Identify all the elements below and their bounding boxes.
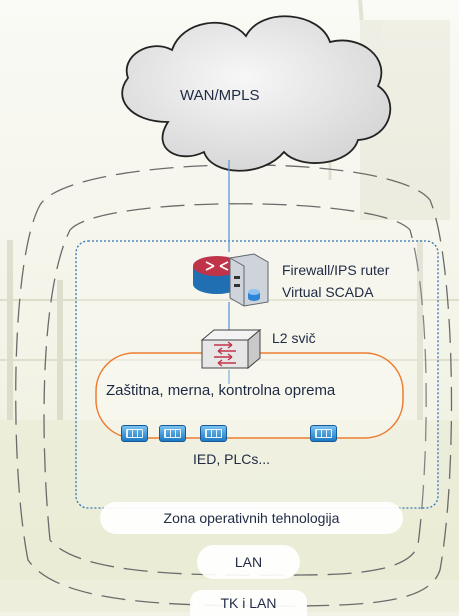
switch-label: L2 svič bbox=[272, 330, 316, 346]
router-icon bbox=[193, 256, 241, 294]
tk-lan-zone-label: TK i LAN bbox=[190, 590, 307, 616]
router-label-line1: Firewall/IPS ruter bbox=[282, 262, 390, 278]
equipment-label: Zaštitna, merna, kontrolna oprema bbox=[106, 382, 336, 399]
ied-icon bbox=[200, 425, 227, 442]
cloud-icon bbox=[121, 15, 392, 172]
lan-zone-label: LAN bbox=[197, 545, 300, 579]
ied-icon bbox=[310, 425, 337, 442]
tk-lan-zone-border bbox=[15, 164, 453, 607]
ot-zone-label: Zona operativnih tehnologija bbox=[100, 502, 403, 534]
switch-icon bbox=[200, 328, 262, 370]
server-icon bbox=[229, 253, 269, 307]
ied-icon bbox=[121, 425, 148, 442]
router-label-line2: Virtual SCADA bbox=[282, 284, 374, 300]
cloud-label: WAN/MPLS bbox=[180, 87, 260, 104]
ied-icon bbox=[159, 425, 186, 442]
ied-label: IED, PLCs... bbox=[193, 451, 271, 467]
